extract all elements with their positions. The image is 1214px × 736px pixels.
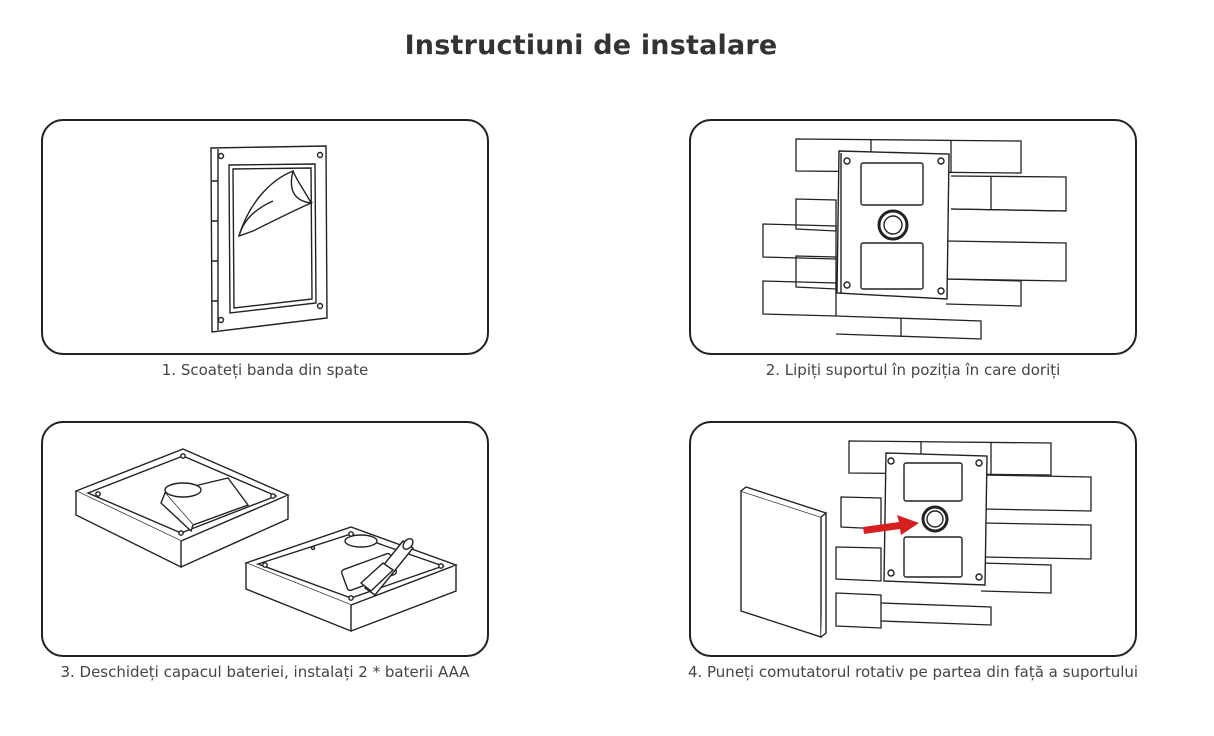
mounting-plate-peel-illustration bbox=[210, 145, 328, 333]
step-1-illustration-frame bbox=[41, 119, 489, 355]
step-4-caption: 4. Puneți comutatorul rotativ pe partea … bbox=[687, 663, 1139, 681]
step-3-caption: 3. Deschideți capacul bateriei, instalaț… bbox=[60, 663, 470, 681]
red-arrow-icon bbox=[863, 515, 919, 535]
step-1-caption: 1. Scoateți banda din spate bbox=[161, 361, 369, 379]
step-4-illustration-frame bbox=[689, 421, 1137, 657]
battery-install-illustration bbox=[74, 448, 459, 633]
page-title: Instructiuni de instalare bbox=[404, 30, 778, 61]
attach-switch-illustration bbox=[740, 440, 1092, 638]
step-2-caption: 2. Lipiți suportul în poziția în care do… bbox=[765, 361, 1061, 379]
step-2-illustration-frame bbox=[689, 119, 1137, 355]
plate-on-brick-wall-illustration bbox=[762, 138, 1067, 340]
step-3-illustration-frame bbox=[41, 421, 489, 657]
